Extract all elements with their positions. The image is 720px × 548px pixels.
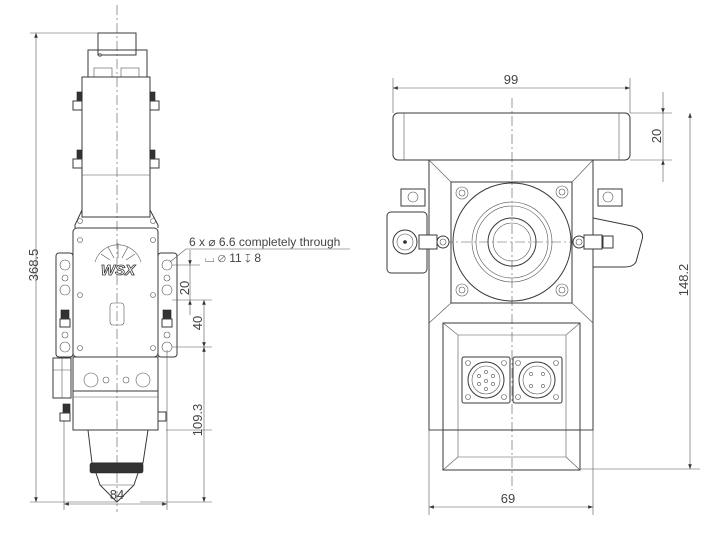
dim-body-width: 69 xyxy=(501,491,515,506)
dim-hole-to-tip: 109.3 xyxy=(190,404,205,437)
top-cap xyxy=(97,32,137,56)
side-view: WSX 368. xyxy=(26,5,350,512)
wsx-logo: WSX xyxy=(94,243,142,279)
dim-top-plate-height: 20 xyxy=(649,129,664,143)
dim-top-width: 99 xyxy=(504,72,518,87)
hole-note-line1: 6 x ⌀ 6.6 completely through xyxy=(189,235,340,249)
mid-body xyxy=(72,227,159,358)
lower-block xyxy=(72,356,159,392)
front-dimensions: 99 20 148.2 69 xyxy=(392,72,700,515)
nozzle-cone xyxy=(87,429,149,464)
dim-hole-pitch-40: 40 xyxy=(190,316,205,330)
top-plate xyxy=(392,112,631,161)
dim-overall-height: 368.5 xyxy=(26,249,41,282)
square-face xyxy=(450,181,573,304)
dim-width: 84 xyxy=(110,487,124,502)
dim-body-height: 148.2 xyxy=(676,264,691,297)
hole-note-line2: ⌴ ⌀ 11 ↧ 8 xyxy=(205,251,261,265)
upper-collar xyxy=(87,49,148,78)
corner-bolts xyxy=(455,185,569,297)
upper-body xyxy=(81,76,151,218)
main-body xyxy=(428,159,594,431)
logo-text: WSX xyxy=(101,262,136,279)
side-dimensions: 368.5 84 20 40 109.3 6 x ⌀ 6.6 completel… xyxy=(26,32,350,510)
mounting-plates xyxy=(55,252,178,358)
electrical-connectors xyxy=(461,356,563,404)
front-view: 99 20 148.2 69 xyxy=(386,72,700,515)
nozzle-housing xyxy=(72,390,159,431)
dim-hole-pitch-20: 20 xyxy=(177,281,192,295)
side-screws xyxy=(72,91,160,169)
lower-housing xyxy=(442,322,581,471)
slot xyxy=(109,302,125,326)
side-fittings xyxy=(386,188,643,274)
knurled-ring xyxy=(89,462,144,474)
